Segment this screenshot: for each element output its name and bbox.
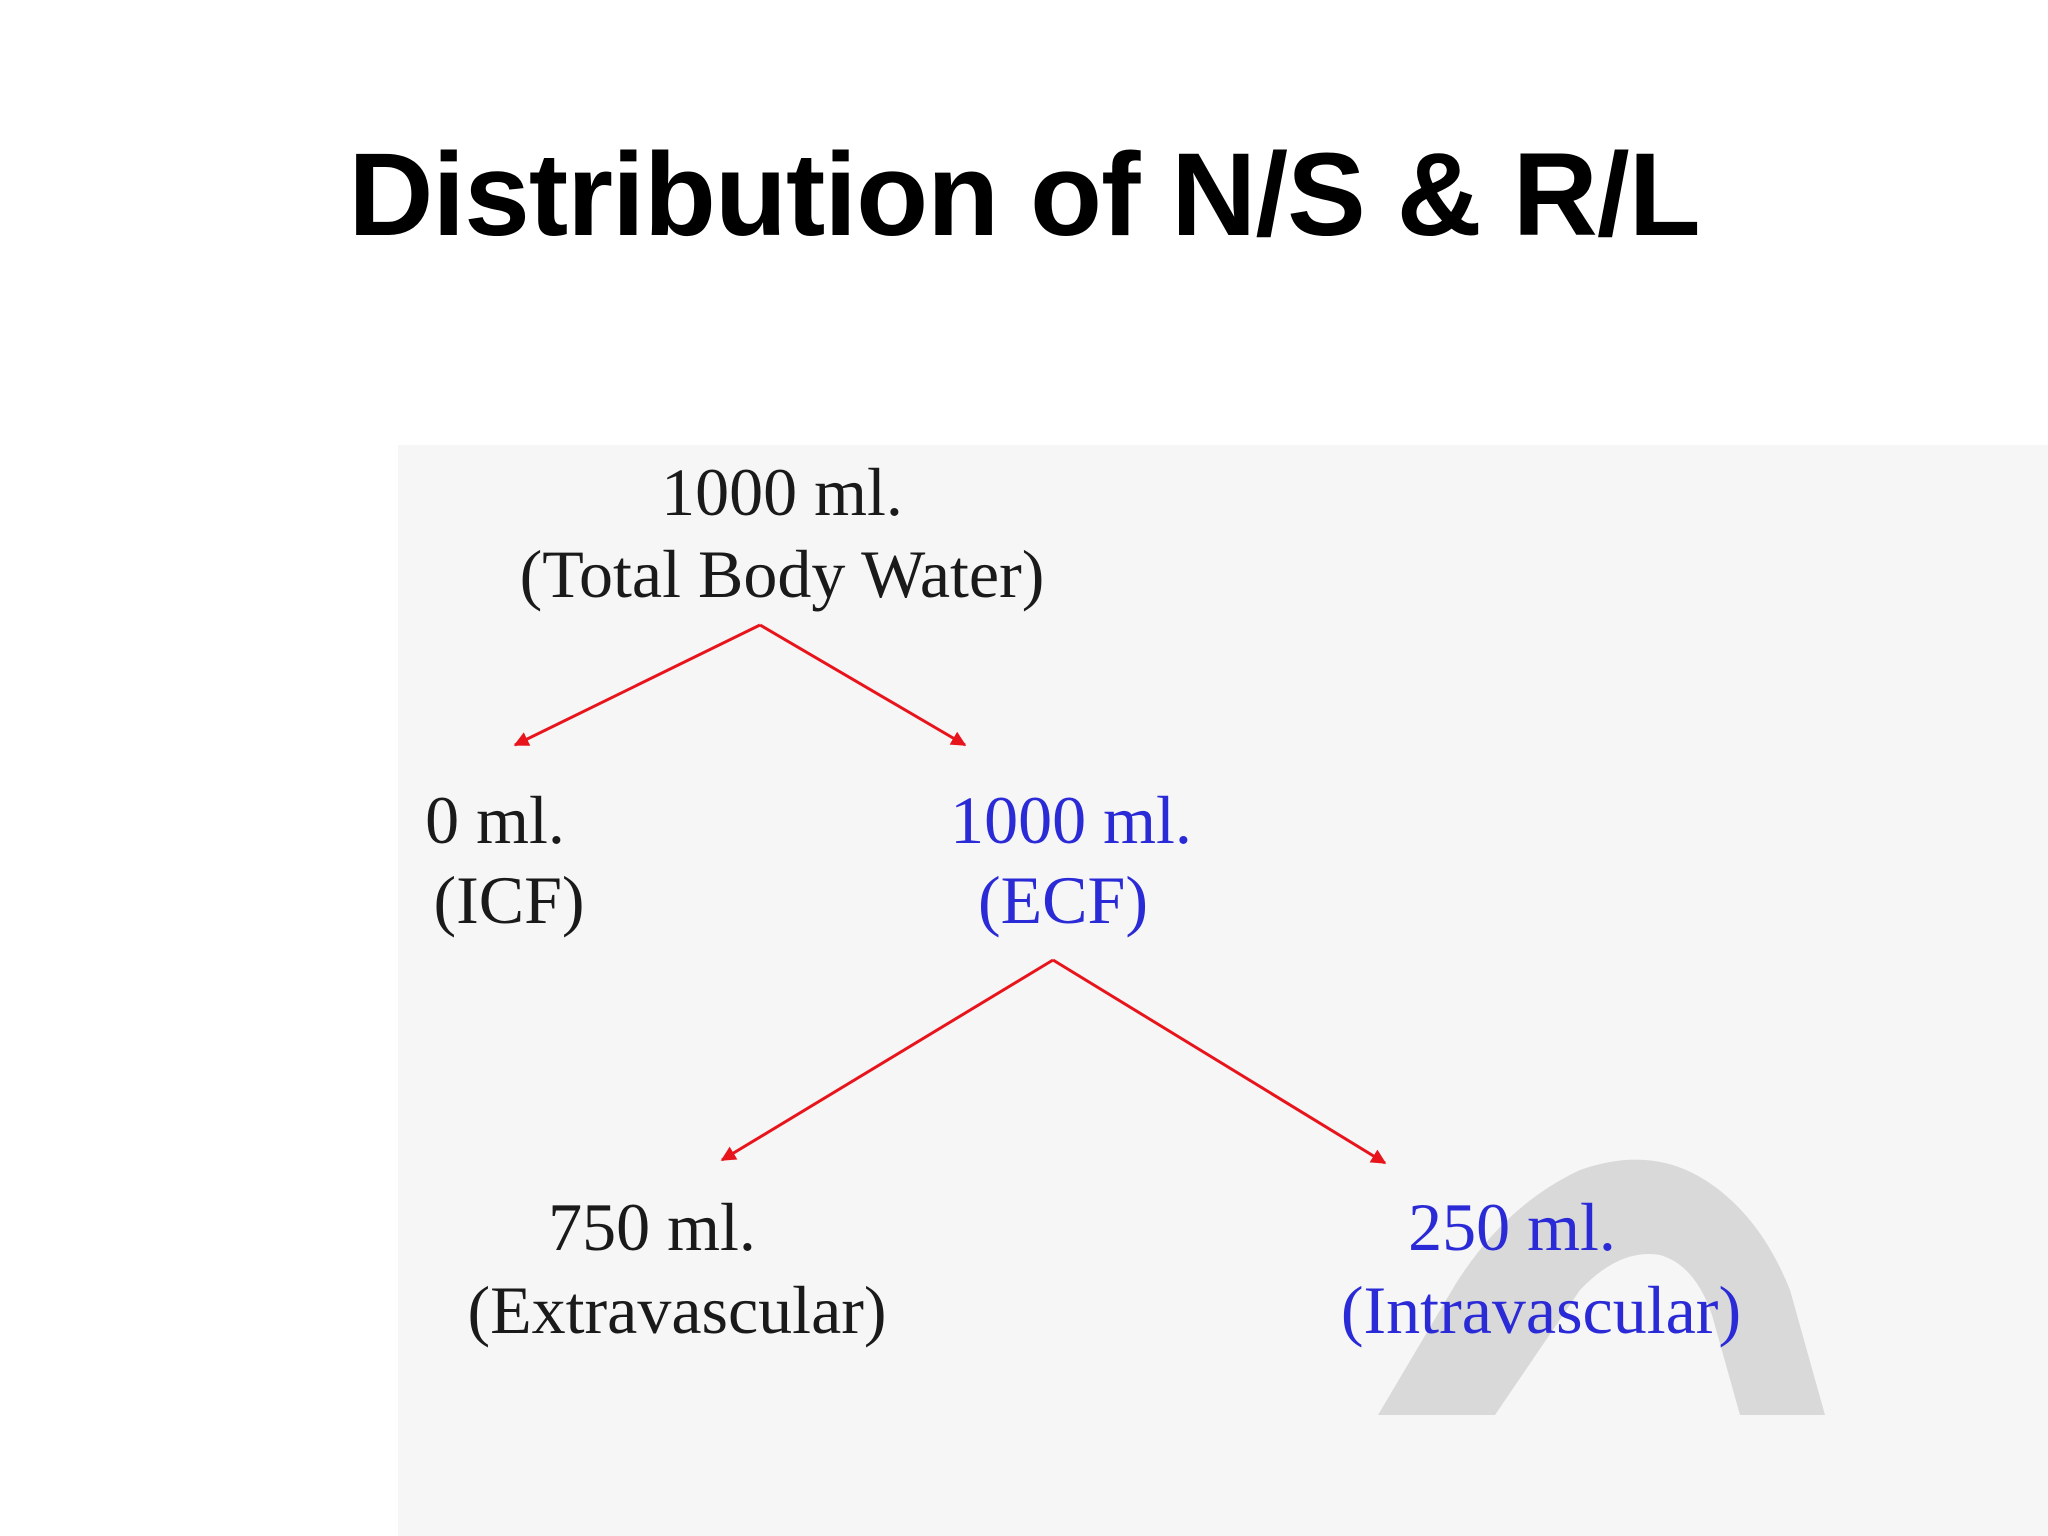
watermark-logo <box>1378 1159 1825 1415</box>
arrow-ecf-to-intravascular <box>1052 958 1387 1165</box>
node-icf-value: 0 ml. <box>425 782 565 858</box>
arrow-tbw-to-ecf <box>759 623 967 747</box>
node-extravascular-label: (Extravascular) <box>467 1272 886 1348</box>
node-intravascular-value: 250 ml. <box>1408 1189 1616 1265</box>
node-intravascular-label: (Intravascular) <box>1341 1272 1741 1348</box>
node-tbw-label: (Total Body Water) <box>520 536 1045 612</box>
slide-title: Distribution of N/S & R/L <box>348 129 1701 261</box>
node-ecf-label: (ECF) <box>978 862 1148 938</box>
arrow-ecf-to-extravascular <box>720 958 1054 1162</box>
node-icf-label: (ICF) <box>433 862 584 938</box>
node-tbw-value: 1000 ml. <box>661 454 903 530</box>
arrow-tbw-to-icf <box>513 623 761 747</box>
node-extravascular-value: 750 ml. <box>548 1189 756 1265</box>
node-ecf-value: 1000 ml. <box>950 782 1192 858</box>
